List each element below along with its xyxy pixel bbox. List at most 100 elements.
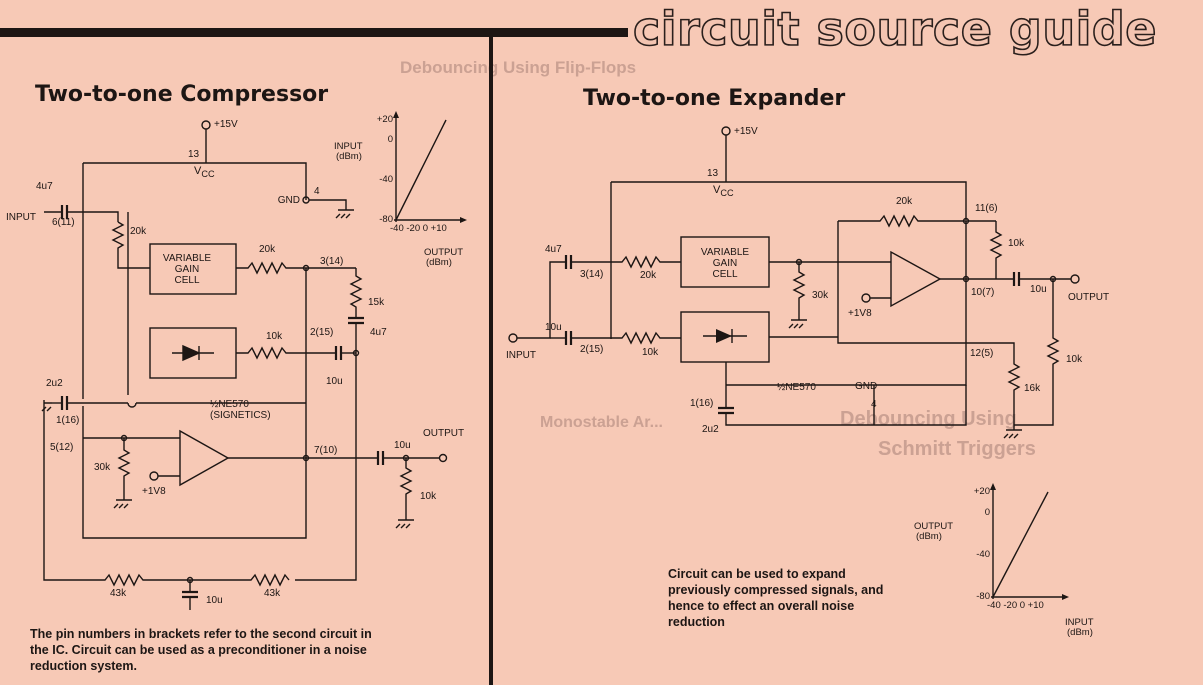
y-tick-label: 0 bbox=[387, 134, 393, 145]
comp-vcc: VCC bbox=[194, 166, 215, 180]
x-tick-labels: -40 -20 0 +10 bbox=[390, 223, 447, 234]
exp-supply: +15V bbox=[734, 126, 758, 137]
comp-pin-vcc: 13 bbox=[188, 149, 200, 160]
comp-in-cap: 4u7 bbox=[36, 181, 53, 192]
comp-r-rect: 10k bbox=[266, 331, 283, 342]
compressor-note: The pin numbers in brackets refer to the… bbox=[30, 626, 372, 674]
exp-vga-line2: GAIN bbox=[712, 258, 738, 269]
comp-pin-5: 5(12) bbox=[50, 442, 74, 453]
exp-bias: +1V8 bbox=[848, 308, 872, 319]
comp-pin-1: 1(16) bbox=[56, 415, 80, 426]
exp-pin-vga: 3(14) bbox=[580, 269, 604, 280]
y-tick-label: 0 bbox=[984, 507, 990, 518]
y-tick-label: +20 bbox=[376, 114, 393, 125]
exp-r-vga: 20k bbox=[640, 270, 657, 281]
comp-r-bias: 20k bbox=[130, 226, 147, 237]
comp-r-43k-left: 43k bbox=[110, 588, 127, 599]
expander-note-line: reduction bbox=[668, 615, 725, 629]
y-tick-label: -80 bbox=[379, 214, 393, 225]
comp-vga-line1: VARIABLE bbox=[162, 253, 212, 264]
y-axis-arrow bbox=[990, 483, 996, 490]
compressor-note-line: the IC. Circuit can be used as a precond… bbox=[30, 643, 367, 657]
expander-note-line: Circuit can be used to expand bbox=[668, 567, 846, 581]
transfer-curve-line bbox=[395, 119, 447, 221]
comp-pin-out: 7(10) bbox=[314, 445, 338, 456]
y-axis-title: INPUT bbox=[334, 141, 363, 152]
y-axis-arrow bbox=[393, 111, 399, 118]
comp-input: INPUT bbox=[6, 212, 36, 223]
comp-r-vga: 20k bbox=[259, 244, 276, 255]
exp-pin-11: 11(6) bbox=[975, 203, 998, 214]
comp-cap-4u7: 4u7 bbox=[370, 327, 387, 338]
comp-cap-10u: 10u bbox=[326, 376, 343, 387]
compressor-note-line: The pin numbers in brackets refer to the… bbox=[30, 627, 372, 641]
exp-cap-10u: 10u bbox=[545, 322, 562, 333]
exp-vga-line3: CELL bbox=[712, 269, 738, 280]
masthead-rule bbox=[0, 28, 628, 37]
x-axis-unit: (dBm) bbox=[1067, 627, 1093, 638]
x-axis-title: INPUT bbox=[1065, 617, 1094, 628]
comp-cap-2u2: 2u2 bbox=[46, 378, 63, 389]
comp-vga-line2: GAIN bbox=[174, 264, 200, 275]
exp-vcc-sub: CC bbox=[720, 188, 734, 199]
exp-pin-12: 12(5) bbox=[970, 348, 994, 359]
comp-r-load: 10k bbox=[420, 491, 437, 502]
y-axis-unit: (dBm) bbox=[916, 531, 942, 542]
column-divider bbox=[489, 37, 493, 685]
y-tick-label: +20 bbox=[973, 486, 990, 497]
exp-r-load: 10k bbox=[1066, 354, 1083, 365]
comp-vcc-sub: CC bbox=[201, 169, 215, 180]
exp-pin-1: 1(16) bbox=[690, 398, 714, 409]
comp-gnd-pin: 4 bbox=[314, 186, 320, 197]
masthead-title: circuit source guide bbox=[632, 1, 1157, 57]
x-axis-arrow bbox=[460, 217, 467, 223]
exp-output: OUTPUT bbox=[1068, 292, 1110, 303]
expander-note-line: previously compressed signals, and bbox=[668, 583, 884, 597]
exp-gnd: GND bbox=[855, 381, 878, 392]
x-axis-arrow bbox=[1062, 594, 1069, 600]
exp-r-30k: 30k bbox=[812, 290, 829, 301]
comp-output: OUTPUT bbox=[423, 428, 465, 439]
show-through-header-4: Monostable Ar... bbox=[540, 414, 663, 431]
comp-vga-line3: CELL bbox=[174, 275, 200, 286]
comp-pin-rect: 2(15) bbox=[310, 327, 334, 338]
exp-vcc: VCC bbox=[713, 185, 734, 199]
y-axis-title: OUTPUT bbox=[914, 521, 954, 532]
exp-gnd-pin: 4 bbox=[871, 399, 877, 410]
expander-note-line: hence to effect an overall noise bbox=[668, 599, 855, 613]
compressor-graph bbox=[393, 111, 467, 223]
compressor-title: Two-to-one Compressor bbox=[35, 82, 329, 107]
exp-input: INPUT bbox=[506, 350, 536, 361]
exp-pin-rect: 2(15) bbox=[580, 344, 604, 355]
exp-r-10k-top: 10k bbox=[1008, 238, 1025, 249]
exp-r-fb: 20k bbox=[896, 196, 913, 207]
exp-cap-4u7: 4u7 bbox=[545, 244, 562, 255]
comp-r-43k-right: 43k bbox=[264, 588, 281, 599]
exp-r-16k: 16k bbox=[1024, 383, 1041, 394]
y-tick-label: -80 bbox=[976, 591, 990, 602]
x-axis-unit: (dBm) bbox=[426, 257, 452, 268]
exp-ic-name: ½NE570 bbox=[777, 382, 816, 393]
y-tick-label: -40 bbox=[379, 174, 393, 185]
show-through-header-1: Debouncing Using Flip-Flops bbox=[400, 58, 637, 77]
exp-cap-2u2: 2u2 bbox=[702, 424, 719, 435]
comp-r-30k: 30k bbox=[94, 462, 111, 473]
y-tick-label: -40 bbox=[976, 549, 990, 560]
show-through-header-3: Schmitt Triggers bbox=[878, 438, 1036, 460]
x-axis-title: OUTPUT bbox=[424, 247, 464, 258]
expander-title: Two-to-one Expander bbox=[583, 86, 846, 111]
exp-vga-line1: VARIABLE bbox=[700, 247, 750, 258]
comp-pin-vga-out: 3(14) bbox=[320, 256, 344, 267]
y-axis-unit: (dBm) bbox=[336, 151, 362, 162]
comp-vcc-v: V bbox=[194, 165, 202, 177]
exp-pin-out: 10(7) bbox=[971, 287, 995, 298]
expander-note: Circuit can be used to expand previously… bbox=[668, 566, 883, 630]
comp-in-pin: 6(11) bbox=[52, 217, 75, 228]
comp-gnd: GND bbox=[277, 195, 300, 206]
x-tick-labels: -40 -20 0 +10 bbox=[987, 600, 1044, 611]
expander-graph bbox=[990, 483, 1069, 600]
compressor-note-line: reduction system. bbox=[30, 659, 137, 673]
